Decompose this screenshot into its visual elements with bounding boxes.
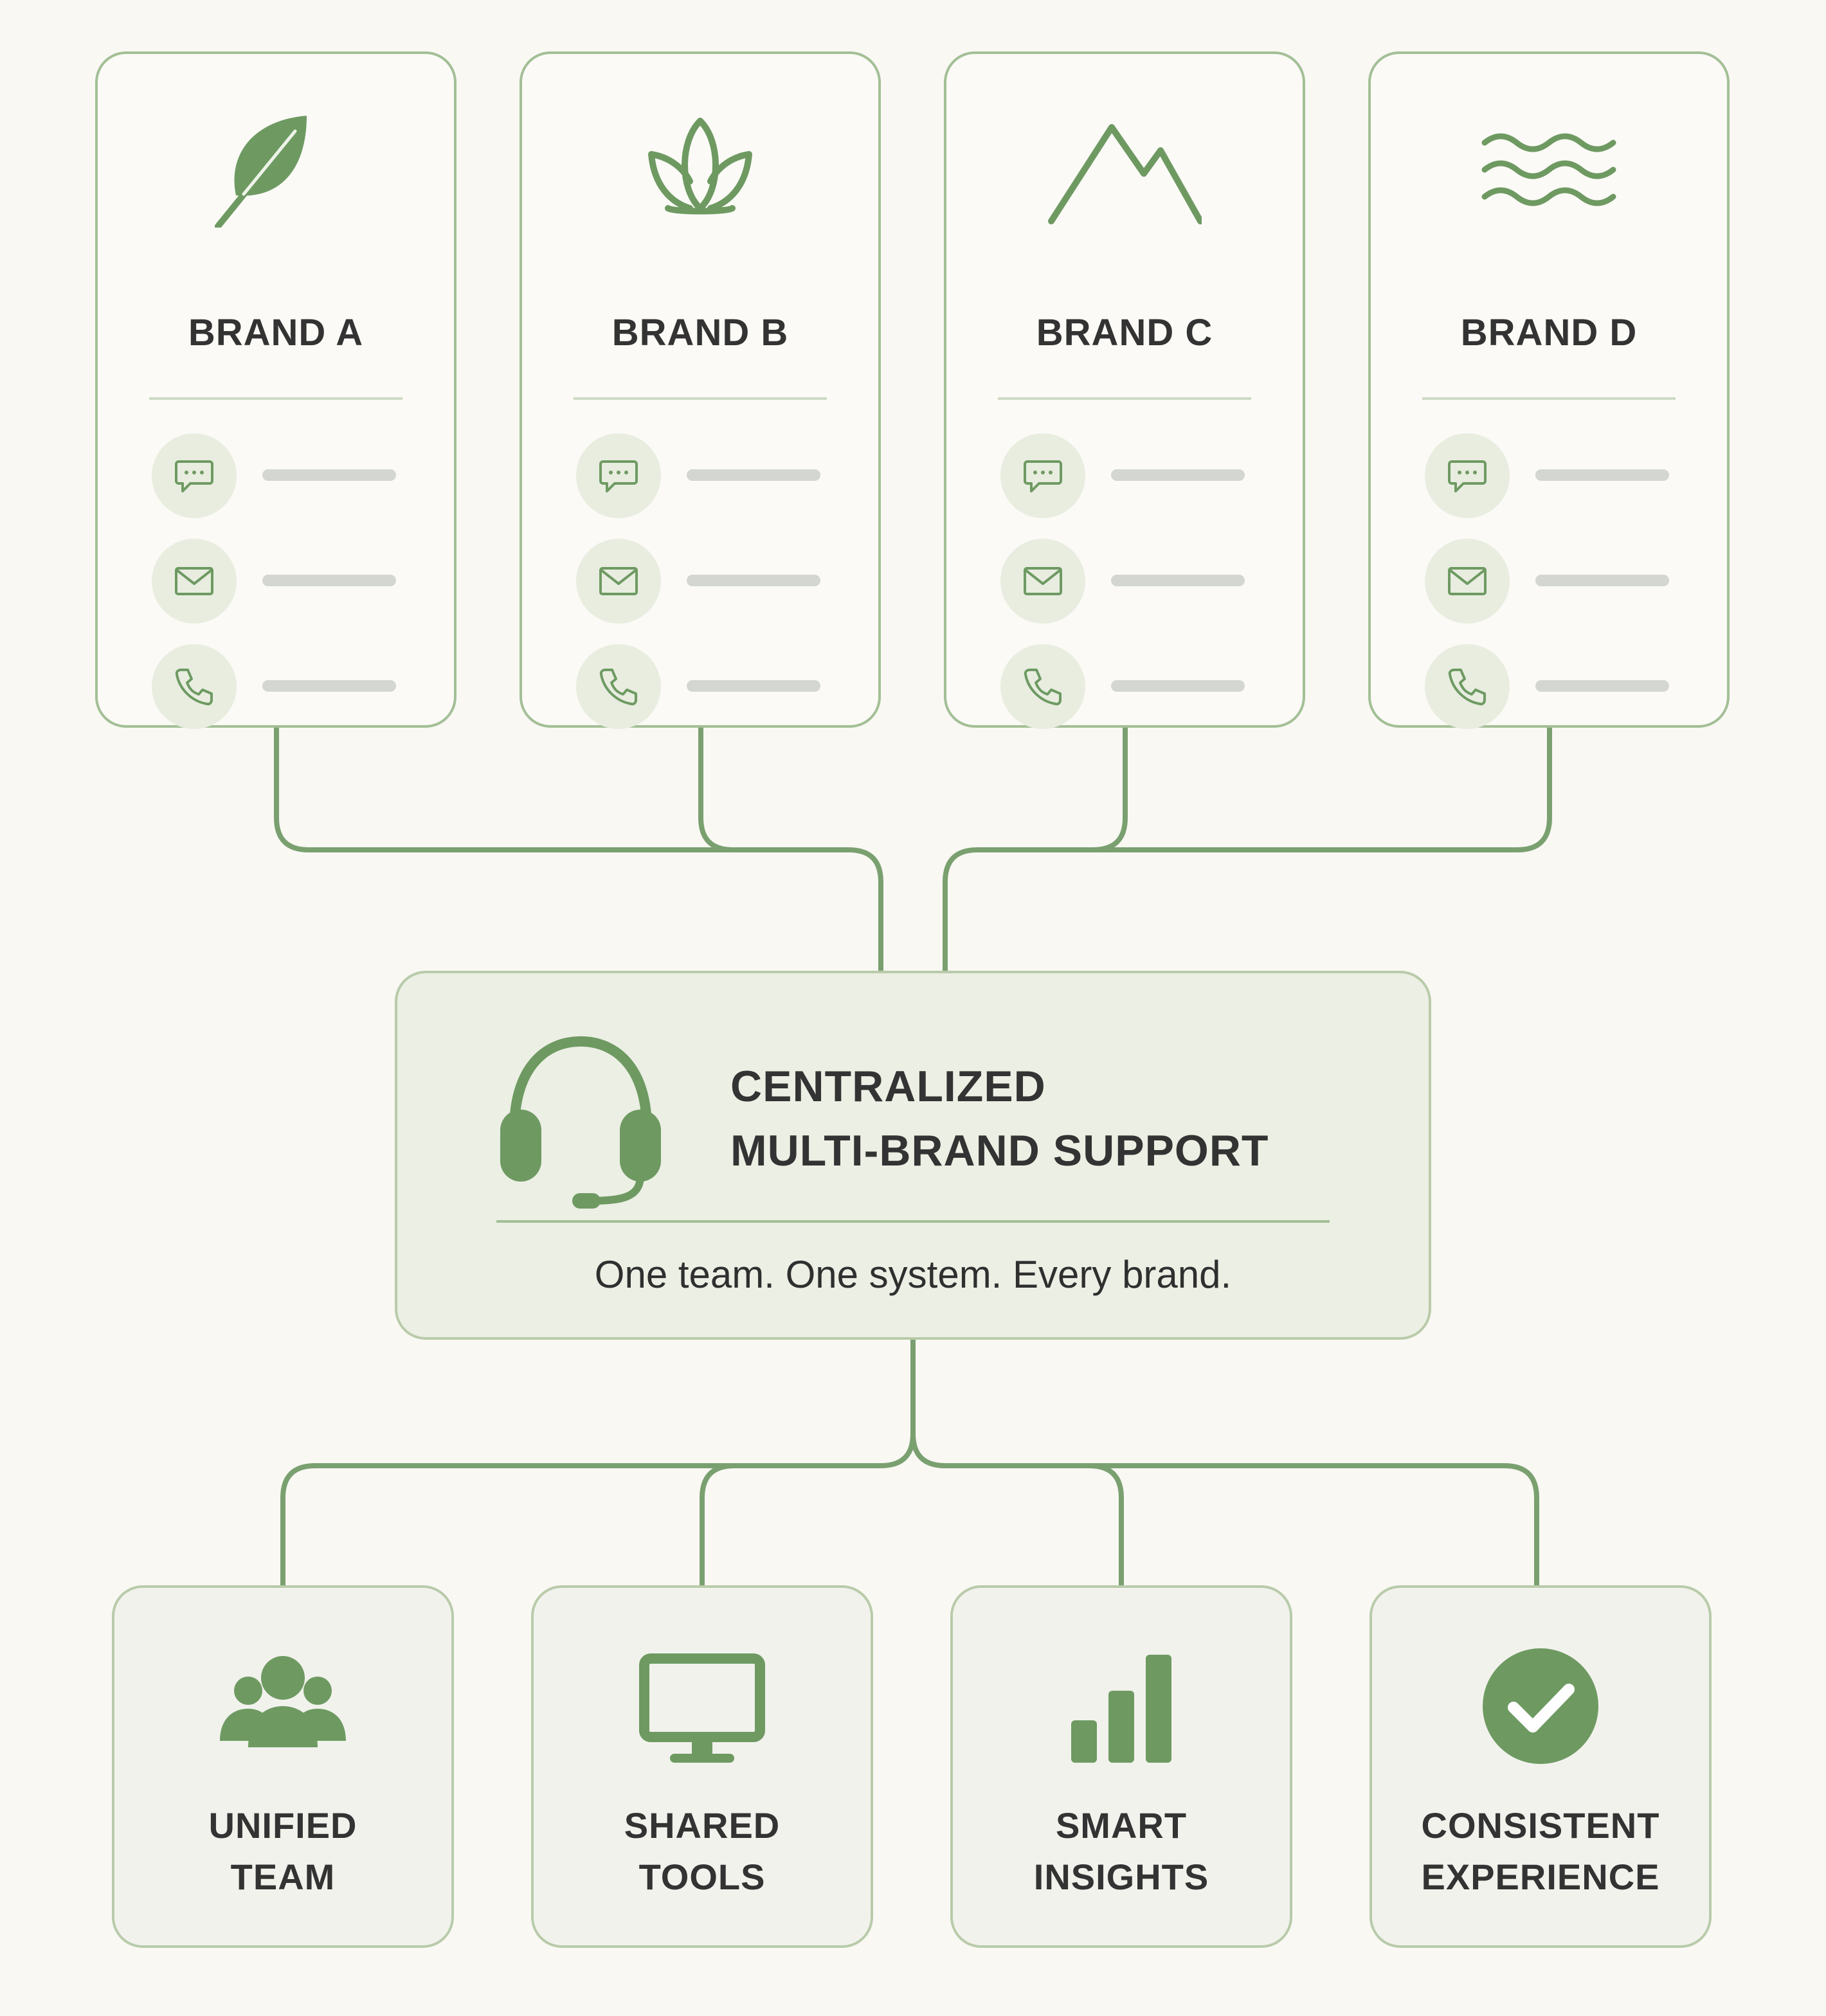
connector-hub-right xyxy=(910,1431,1539,1588)
people-icon xyxy=(219,1644,347,1773)
placeholder-line xyxy=(687,575,820,586)
benefit-label: UNIFIED TEAM xyxy=(121,1800,445,1903)
bar-chart-icon xyxy=(1057,1644,1186,1773)
envelope-icon[interactable] xyxy=(1425,539,1510,624)
benefit-label: SMART INSIGHTS xyxy=(959,1800,1283,1903)
divider xyxy=(574,397,827,400)
phone-icon[interactable] xyxy=(152,644,237,729)
benefit-label-line-2: EXPERIENCE xyxy=(1421,1857,1660,1897)
mountain-icon xyxy=(1047,112,1202,228)
benefit-label-line-1: UNIFIED xyxy=(208,1805,357,1846)
phone-icon[interactable] xyxy=(1000,644,1085,729)
chat-bubble-icon[interactable] xyxy=(1425,433,1510,518)
benefit-card-consistent-experience: CONSISTENT EXPERIENCE xyxy=(1370,1585,1712,1948)
connector-brand-d xyxy=(943,725,1552,973)
phone-channel-row xyxy=(1000,644,1245,729)
placeholder-line xyxy=(1535,469,1669,481)
benefit-label: CONSISTENT EXPERIENCE xyxy=(1379,1800,1703,1903)
chat-channel-row xyxy=(152,433,396,518)
chat-bubble-icon[interactable] xyxy=(152,433,237,518)
placeholder-line xyxy=(687,469,820,481)
phone-channel-row xyxy=(152,644,396,729)
centralized-support-hub: CENTRALIZED MULTI-BRAND SUPPORT One team… xyxy=(395,971,1431,1340)
connector-smart-insights xyxy=(1087,1463,1124,1588)
placeholder-line xyxy=(1535,680,1669,692)
divider xyxy=(998,397,1251,400)
placeholder-line xyxy=(262,680,396,692)
hub-title-line-2: MULTI-BRAND SUPPORT xyxy=(730,1126,1269,1175)
chat-bubble-icon[interactable] xyxy=(1000,433,1085,518)
hub-title: CENTRALIZED MULTI-BRAND SUPPORT xyxy=(730,1054,1412,1183)
benefit-label-line-2: INSIGHTS xyxy=(1033,1857,1209,1897)
chat-channel-row xyxy=(1000,433,1245,518)
connector-hub-down xyxy=(280,1337,916,1588)
connector-brand-c xyxy=(1090,725,1128,852)
placeholder-line xyxy=(1111,680,1245,692)
phone-channel-row xyxy=(1425,644,1669,729)
brand-card-a: BRAND A xyxy=(95,51,456,729)
envelope-icon[interactable] xyxy=(152,539,237,624)
connector-brand-b xyxy=(698,725,736,852)
envelope-icon[interactable] xyxy=(576,539,661,624)
placeholder-line xyxy=(262,469,396,481)
email-channel-row xyxy=(576,539,820,624)
brand-card-b: BRAND B xyxy=(520,51,881,729)
placeholder-line xyxy=(262,575,396,586)
benefit-label-line-1: CONSISTENT xyxy=(1421,1805,1660,1846)
placeholder-line xyxy=(1111,469,1245,481)
chat-bubble-icon[interactable] xyxy=(576,433,661,518)
leaf-icon xyxy=(199,112,353,228)
monitor-icon xyxy=(638,1644,766,1773)
brand-name: BRAND B xyxy=(611,312,789,354)
waves-icon xyxy=(1472,112,1626,228)
placeholder-line xyxy=(687,680,820,692)
brand-name: BRAND D xyxy=(1460,312,1638,354)
hub-title-line-1: CENTRALIZED xyxy=(730,1062,1046,1111)
divider xyxy=(1422,397,1676,400)
envelope-icon[interactable] xyxy=(1000,539,1085,624)
placeholder-line xyxy=(1535,575,1669,586)
connector-shared-tools xyxy=(700,1463,737,1588)
hub-tagline: One team. One system. Every brand. xyxy=(594,1253,1232,1296)
chat-channel-row xyxy=(576,433,820,518)
benefit-label: SHARED TOOLS xyxy=(540,1800,864,1903)
email-channel-row xyxy=(1000,539,1245,624)
benefit-label-line-1: SHARED xyxy=(624,1805,781,1846)
benefit-card-shared-tools: SHARED TOOLS xyxy=(531,1585,873,1948)
email-channel-row xyxy=(1425,539,1669,624)
brand-name: BRAND A xyxy=(188,312,364,354)
placeholder-line xyxy=(1111,575,1245,586)
brand-card-d: BRAND D xyxy=(1368,51,1730,729)
divider xyxy=(496,1220,1330,1223)
phone-icon[interactable] xyxy=(1425,644,1510,729)
email-channel-row xyxy=(152,539,396,624)
benefit-card-smart-insights: SMART INSIGHTS xyxy=(950,1585,1292,1948)
phone-icon[interactable] xyxy=(576,644,661,729)
chat-channel-row xyxy=(1425,433,1669,518)
headset-icon xyxy=(487,1032,674,1219)
check-circle-icon xyxy=(1476,1644,1605,1773)
benefit-label-line-2: TEAM xyxy=(230,1857,336,1897)
benefit-label-line-2: TOOLS xyxy=(638,1857,766,1897)
brand-card-c: BRAND C xyxy=(944,51,1305,729)
benefit-card-unified-team: UNIFIED TEAM xyxy=(112,1585,454,1948)
benefit-label-line-1: SMART xyxy=(1055,1805,1188,1846)
lotus-icon xyxy=(623,112,777,228)
phone-channel-row xyxy=(576,644,820,729)
brand-name: BRAND C xyxy=(1036,312,1213,354)
divider xyxy=(149,397,402,400)
connector-brand-a xyxy=(274,725,883,973)
